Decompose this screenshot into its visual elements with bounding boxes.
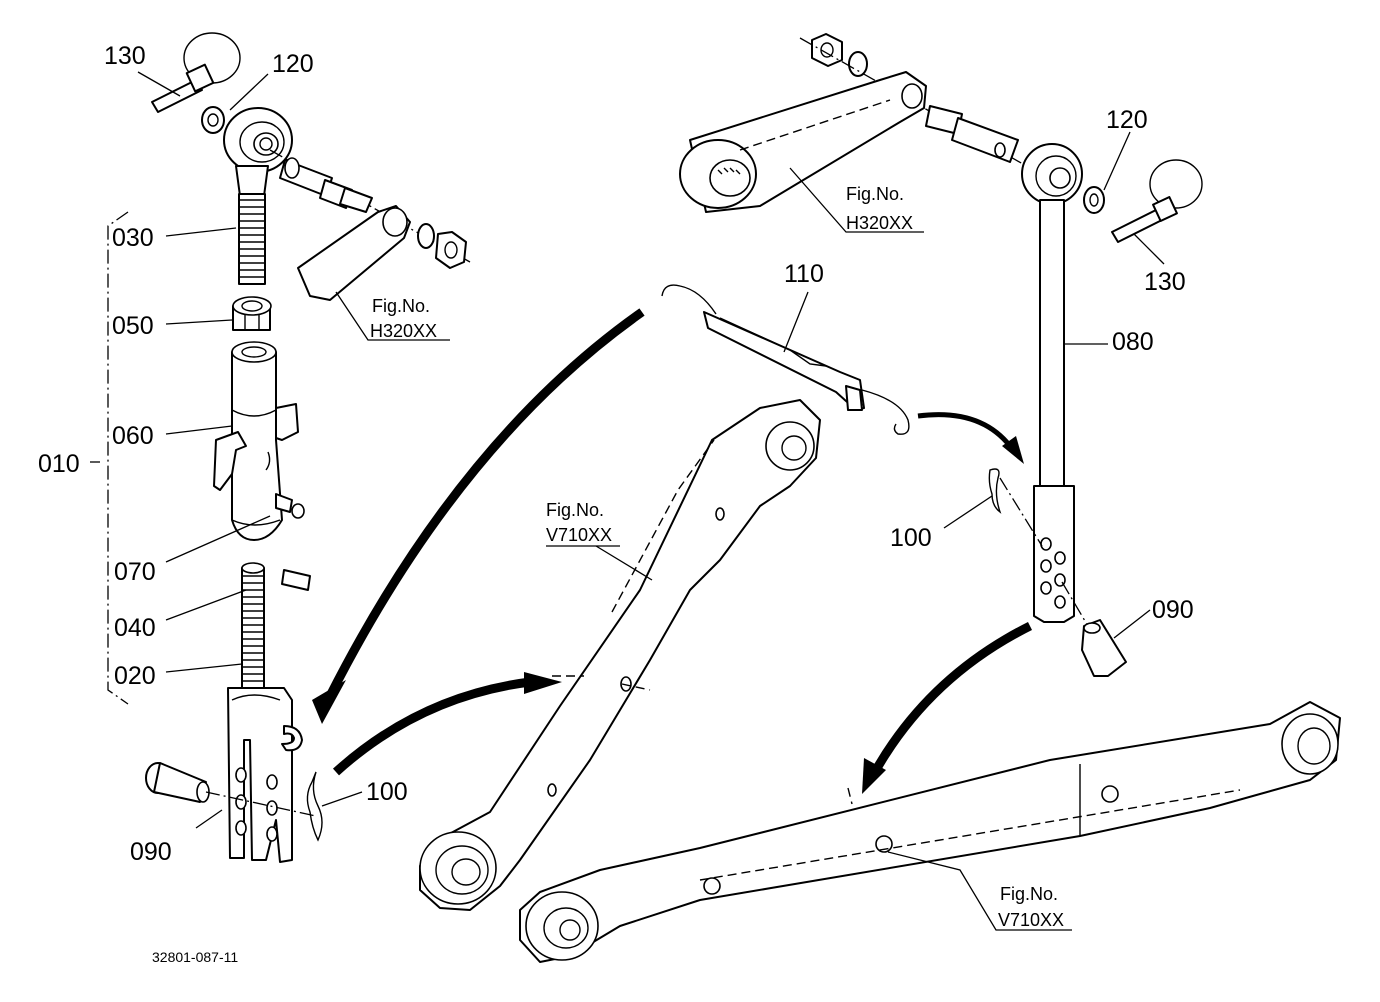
label-120-right: 120 <box>1106 106 1148 134</box>
label-100-left: 100 <box>366 778 408 806</box>
lower-link-right <box>519 701 1341 963</box>
label-030: 030 <box>112 224 154 252</box>
label-070: 070 <box>114 558 156 586</box>
check-chain-spring-110 <box>661 284 910 435</box>
threaded-rod-030 <box>238 193 266 285</box>
label-040: 040 <box>114 614 156 642</box>
right-lift-rod-assembly <box>679 33 1203 677</box>
fig-ref-2-title: Fig.No. <box>846 184 904 204</box>
washer-left-a <box>417 223 435 249</box>
fig-ref-4-title: Fig.No. <box>1000 884 1058 904</box>
fork-end <box>227 687 303 863</box>
label-050: 050 <box>112 312 154 340</box>
pin-090-right <box>1061 581 1127 677</box>
turnbuckle-tube-060 <box>213 341 305 541</box>
arrow-fork-to-lowerlink <box>332 677 531 776</box>
lower-link-center <box>419 399 821 911</box>
leader-lines <box>90 71 1165 829</box>
nut-right-top <box>811 33 843 67</box>
arm-h320-left <box>297 205 411 301</box>
pin-090-left <box>145 762 317 817</box>
drawing-code: 32801-087-11 <box>152 949 238 965</box>
threaded-rod-020 <box>241 562 265 689</box>
label-120-left: 120 <box>272 50 314 78</box>
assembly-arrows <box>312 308 1033 794</box>
arrow-rod-to-lowerlink <box>872 621 1033 773</box>
label-010: 010 <box>38 450 80 478</box>
fig-ref-3-code: V710XX <box>546 525 612 545</box>
label-090-right: 090 <box>1152 596 1194 624</box>
label-100-right: 100 <box>890 524 932 552</box>
label-130-right: 130 <box>1144 268 1186 296</box>
label-130-left: 130 <box>104 42 146 70</box>
fig-ref-4-code: V710XX <box>998 910 1064 930</box>
label-060: 060 <box>112 422 154 450</box>
fig-ref-1-code: H320XX <box>370 321 437 341</box>
label-080: 080 <box>1112 328 1154 356</box>
nut-050 <box>232 296 272 331</box>
lift-rod-lower-end <box>1033 485 1075 623</box>
fig-ref-2-code: H320XX <box>846 213 913 233</box>
fig-ref-1-title: Fig.No. <box>372 296 430 316</box>
washer-right-top <box>848 51 868 77</box>
r-clip-100-right <box>988 468 1002 514</box>
label-020: 020 <box>114 662 156 690</box>
left-top-link-assembly <box>107 32 471 863</box>
lynch-pin-ring-right <box>1149 159 1203 209</box>
pin-130-left <box>151 79 203 113</box>
nut-left-a <box>435 231 467 269</box>
arrow-spring-to-fork <box>325 308 645 699</box>
fig-ref-3-title: Fig.No. <box>546 500 604 520</box>
label-090-left: 090 <box>130 838 172 866</box>
key-040 <box>281 569 311 591</box>
arm-h320-right <box>679 71 927 213</box>
washer-120-right <box>1083 186 1105 214</box>
lift-rod-080 <box>1039 199 1065 489</box>
r-clip-100-left <box>306 771 323 842</box>
arrow-spring-to-rod <box>917 412 1012 448</box>
label-110: 110 <box>784 260 824 288</box>
washer-120-left <box>201 106 225 134</box>
